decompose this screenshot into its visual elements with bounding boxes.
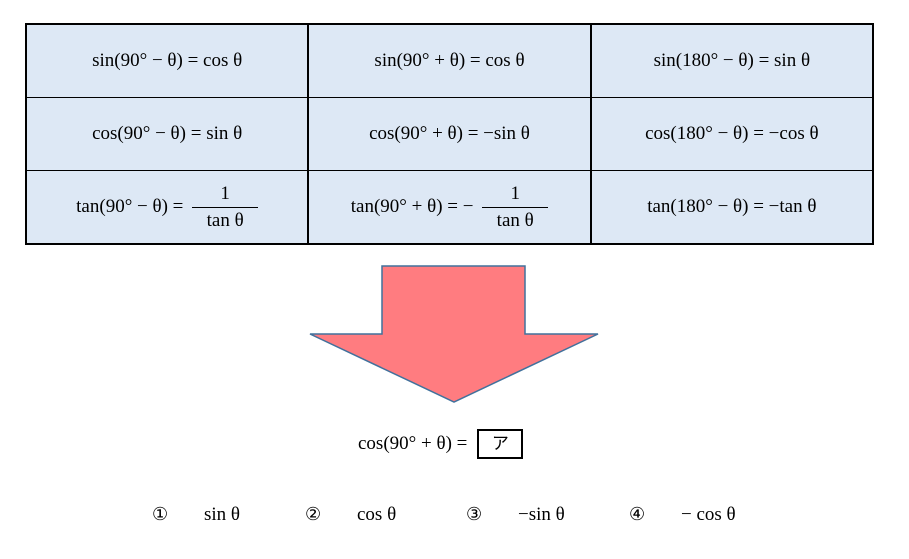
answer-blank: ア bbox=[477, 429, 524, 459]
table-cell: cos(90° + θ) = −sin θ bbox=[307, 97, 592, 171]
table-cell: tan(90° + θ) = − 1 tan θ bbox=[307, 170, 592, 245]
choice-4: ④ − cos θ bbox=[629, 504, 736, 526]
table-row: cos(90° − θ) = sin θ cos(90° + θ) = −sin… bbox=[25, 97, 874, 171]
table-cell: cos(180° − θ) = −cos θ bbox=[590, 97, 874, 171]
choice-1: ① sin θ bbox=[152, 504, 240, 526]
numerator: 1 bbox=[192, 183, 259, 208]
choice-text: −sin θ bbox=[518, 504, 565, 525]
table-cell: sin(180° − θ) = sin θ bbox=[590, 23, 874, 98]
question-formula: cos(90° + θ) = bbox=[358, 433, 468, 454]
choice-2: ② cos θ bbox=[305, 504, 396, 526]
formula-lhs: tan(90° + θ) = − bbox=[350, 195, 474, 217]
table-cell: tan(90° − θ) = 1 tan θ bbox=[25, 170, 309, 245]
fraction: 1 tan θ bbox=[192, 183, 259, 232]
choice-number: ④ bbox=[629, 504, 646, 525]
choice-3: ③ −sin θ bbox=[466, 504, 565, 526]
table-cell: cos(90° − θ) = sin θ bbox=[25, 97, 309, 171]
choice-text: cos θ bbox=[357, 504, 397, 525]
table-row: tan(90° − θ) = 1 tan θ tan(90° + θ) = − … bbox=[25, 170, 874, 245]
choice-text: − cos θ bbox=[681, 504, 736, 525]
table-row: sin(90° − θ) = cos θ sin(90° + θ) = cos … bbox=[25, 23, 874, 98]
choice-number: ③ bbox=[466, 504, 483, 525]
formula-lhs: tan(90° − θ) = bbox=[76, 195, 184, 217]
down-arrow-shape bbox=[309, 265, 599, 403]
choice-number: ② bbox=[305, 504, 322, 525]
fraction: 1 tan θ bbox=[482, 183, 549, 232]
choice-text: sin θ bbox=[204, 504, 241, 525]
numerator: 1 bbox=[482, 183, 549, 208]
question: cos(90° + θ) = ア bbox=[358, 429, 524, 459]
choice-number: ① bbox=[152, 504, 169, 525]
denominator: tan θ bbox=[206, 209, 244, 231]
trig-identity-table: sin(90° − θ) = cos θ sin(90° + θ) = cos … bbox=[25, 23, 874, 245]
table-cell: tan(180° − θ) = −tan θ bbox=[590, 170, 874, 245]
table-cell: sin(90° + θ) = cos θ bbox=[307, 23, 592, 98]
denominator: tan θ bbox=[496, 209, 534, 231]
